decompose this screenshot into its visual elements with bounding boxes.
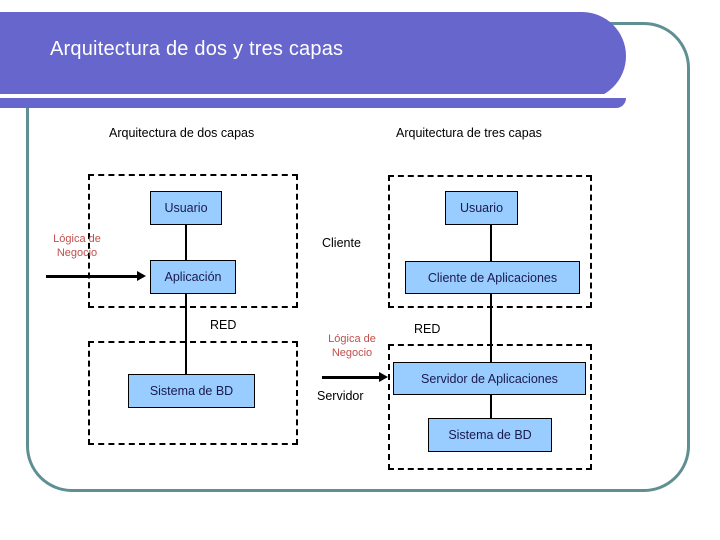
two-tier-heading: Arquitectura de dos capas (109, 126, 255, 140)
two-tier-connector-aplicacion-bd (185, 293, 187, 375)
three-tier-connector-cliente-servidor (490, 293, 492, 363)
three-tier-logic-arrow-head-icon (379, 372, 388, 382)
three-tier-network-label: RED (414, 322, 441, 336)
two-tier-logic-label-line1: Lógica de (53, 233, 101, 245)
two-tier-logic-label: Lógica de Negocio (39, 233, 115, 261)
title-banner-lower-strip (0, 98, 626, 108)
three-tier-logic-arrow-shaft (322, 376, 380, 379)
three-tier-logic-label-line2: Negocio (331, 346, 373, 359)
page-title: Arquitectura de dos y tres capas (50, 38, 344, 60)
title-banner (0, 12, 626, 100)
two-tier-network-label: RED (210, 318, 237, 332)
two-tier-upper-tier-boundary (88, 174, 298, 308)
three-tier-node-usuario[interactable]: Usuario (445, 191, 518, 225)
two-tier-logic-label-line2: Negocio (56, 246, 98, 259)
two-tier-connector-usuario-aplicacion (185, 224, 187, 261)
three-tier-connector-servidor-bd (490, 394, 492, 419)
title-divider-rule (0, 94, 604, 98)
three-tier-node-cliente-de-aplicaciones[interactable]: Cliente de Aplicaciones (405, 261, 580, 294)
two-tier-node-usuario[interactable]: Usuario (150, 191, 222, 225)
two-tier-logic-arrow-shaft (46, 275, 138, 278)
two-tier-node-sistema-de-bd[interactable]: Sistema de BD (128, 374, 255, 408)
three-tier-heading: Arquitectura de tres capas (396, 126, 542, 140)
two-tier-node-aplicacion[interactable]: Aplicación (150, 260, 236, 294)
three-tier-logic-label: Lógica de Negocio (314, 333, 390, 361)
three-tier-client-label: Cliente (322, 236, 361, 250)
three-tier-connector-usuario-cliente (490, 224, 492, 261)
three-tier-logic-label-line1: Lógica de (328, 333, 376, 345)
three-tier-node-sistema-de-bd[interactable]: Sistema de BD (428, 418, 552, 452)
three-tier-node-servidor-de-aplicaciones[interactable]: Servidor de Aplicaciones (393, 362, 586, 395)
two-tier-lower-tier-boundary (88, 341, 298, 445)
three-tier-server-label: Servidor (317, 389, 364, 403)
two-tier-logic-arrow-head-icon (137, 271, 146, 281)
